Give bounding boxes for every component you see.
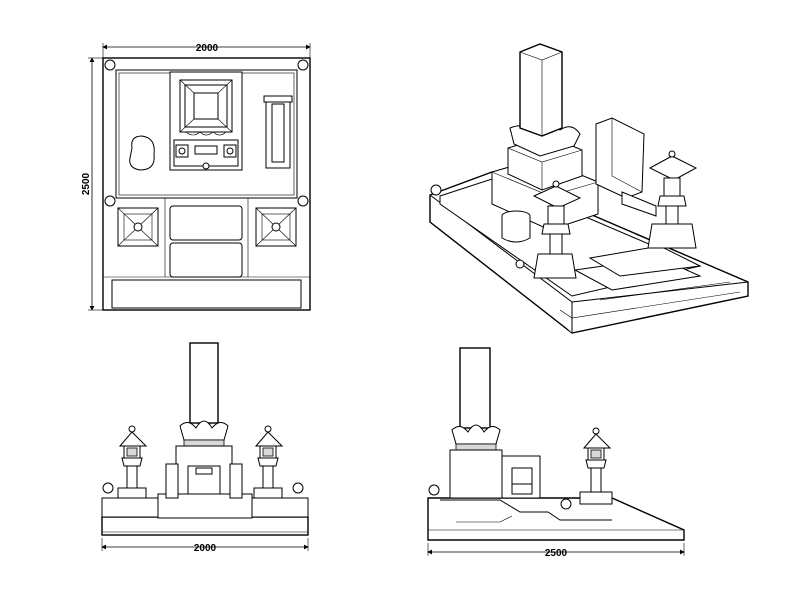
side-depth-dimension: 2500 [545,548,568,559]
plan-view: 2000 2500 [81,43,311,311]
front-width-dimension: 2000 [194,543,217,554]
plan-width-dimension: 2000 [196,43,219,54]
side-elevation: 2500 [427,347,685,559]
plan-depth-dimension: 2500 [81,172,92,195]
front-elevation: 2000 [101,342,309,554]
isometric-view [429,43,749,334]
